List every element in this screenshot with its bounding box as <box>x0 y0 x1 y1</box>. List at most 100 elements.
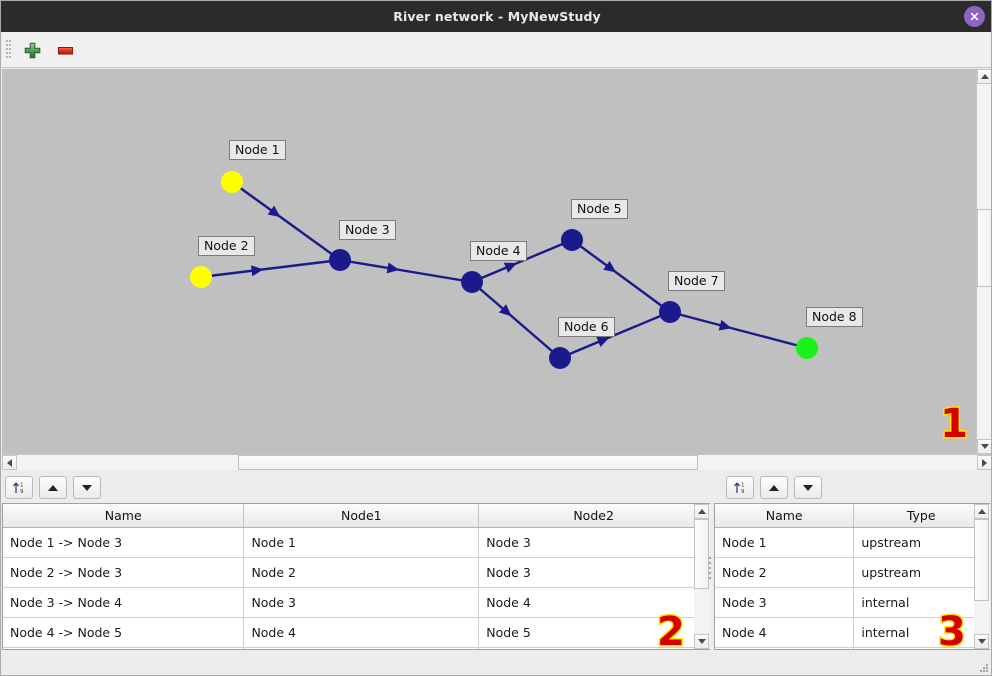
vertical-splitter[interactable] <box>707 501 713 651</box>
node-label-node-7[interactable]: Node 7 <box>668 271 725 292</box>
column-header-type[interactable]: Type <box>853 504 989 528</box>
table-cell[interactable] <box>243 647 480 649</box>
nodes-scroll-down-arrow[interactable] <box>974 634 989 649</box>
table-cell[interactable] <box>715 647 855 649</box>
table-cell[interactable]: upstream <box>853 557 989 588</box>
nodes-table-vertical-scrollbar[interactable] <box>974 504 990 649</box>
table-cell[interactable]: Node 4 <box>478 587 709 618</box>
links-scroll-down-arrow[interactable] <box>694 634 709 649</box>
edge-arrowhead <box>386 262 400 274</box>
nodes-move-down-button[interactable] <box>794 476 822 499</box>
links-scroll-up-arrow[interactable] <box>694 504 709 519</box>
horizontal-scroll-thumb[interactable] <box>238 455 698 470</box>
node-label-node-5[interactable]: Node 5 <box>571 199 628 220</box>
diagram-vertical-scrollbar[interactable] <box>976 69 991 454</box>
links-sort-button[interactable]: 1 9 <box>5 476 33 499</box>
toolbar-grip[interactable] <box>6 40 11 60</box>
table-cell[interactable]: Node 1 -> Node 3 <box>3 527 245 558</box>
annotation-marker-3: 3 <box>937 609 968 655</box>
table-cell[interactable]: Node 3 <box>243 587 480 618</box>
graph-node-node-6[interactable] <box>549 347 571 369</box>
table-cell[interactable]: internal <box>853 587 989 618</box>
graph-node-node-7[interactable] <box>659 301 681 323</box>
node-label-node-4[interactable]: Node 4 <box>470 241 527 262</box>
graph-node-node-2[interactable] <box>190 266 212 288</box>
column-header-node2[interactable]: Node2 <box>478 504 709 528</box>
node-label-node-2[interactable]: Node 2 <box>198 236 255 257</box>
annotation-marker-2: 2 <box>656 609 687 655</box>
arrow-down-icon <box>82 484 92 491</box>
window-resize-grip[interactable] <box>980 664 989 673</box>
links-move-up-button[interactable] <box>39 476 67 499</box>
triangle-left-icon <box>7 458 12 467</box>
table-cell[interactable]: Node 2 <box>243 557 480 588</box>
node-label-node-1[interactable]: Node 1 <box>229 140 286 161</box>
table-cell[interactable]: Node 4 -> Node 5 <box>3 617 245 648</box>
scroll-left-arrow[interactable] <box>2 455 17 470</box>
scroll-up-arrow[interactable] <box>977 69 991 84</box>
column-header-name[interactable]: Name <box>715 504 855 528</box>
svg-text:1: 1 <box>20 483 24 489</box>
nodes-sort-button[interactable]: 1 9 <box>726 476 754 499</box>
column-header-node1[interactable]: Node1 <box>243 504 480 528</box>
network-diagram-canvas[interactable]: Node 1 Node 2 Node 3 Node 4 Node 5 Node 6 Node… <box>2 69 991 454</box>
table-cell[interactable]: internal <box>853 617 989 648</box>
node-label-node-6[interactable]: Node 6 <box>558 317 615 338</box>
graph-node-node-4[interactable] <box>461 271 483 293</box>
nodes-move-up-button[interactable] <box>760 476 788 499</box>
triangle-up-icon <box>980 74 989 79</box>
table-cell[interactable]: Node 2 <box>715 557 855 588</box>
table-cell[interactable]: Node 2 -> Node 3 <box>3 557 245 588</box>
node-label-node-3[interactable]: Node 3 <box>339 220 396 241</box>
links-vertical-scroll-thumb[interactable] <box>694 519 709 589</box>
links-table-vertical-scrollbar[interactable] <box>694 504 710 649</box>
diagram-horizontal-scrollbar[interactable] <box>2 454 991 470</box>
graph-node-node-5[interactable] <box>561 229 583 251</box>
column-header-name[interactable]: Name <box>3 504 245 528</box>
annotation-marker-1: 1 <box>939 401 970 447</box>
delete-node-icon[interactable] <box>52 38 78 62</box>
node-label-node-8[interactable]: Node 8 <box>806 307 863 328</box>
edge-line[interactable] <box>471 281 561 359</box>
nodes-scroll-up-arrow[interactable] <box>974 504 989 519</box>
table-cell[interactable]: Node 3 <box>715 587 855 618</box>
graph-node-node-8[interactable] <box>796 337 818 359</box>
edge-line[interactable] <box>339 258 473 284</box>
close-icon[interactable] <box>964 6 985 27</box>
edge-line[interactable] <box>571 239 671 313</box>
table-cell[interactable] <box>3 647 245 649</box>
table-cell[interactable]: Node 1 <box>243 527 480 558</box>
table-cell[interactable]: Node 1 <box>715 527 855 558</box>
graph-node-node-1[interactable] <box>221 171 243 193</box>
table-cell[interactable]: Node 3 <box>478 527 709 558</box>
table-cell[interactable]: Node 5 <box>478 617 709 648</box>
edge-line[interactable] <box>669 310 808 350</box>
nodes-vertical-scroll-thumb[interactable] <box>974 519 989 601</box>
edge-line[interactable] <box>559 310 671 360</box>
edge-arrowhead <box>718 319 732 331</box>
table-cell[interactable]: upstream <box>853 527 989 558</box>
edge-line[interactable] <box>200 258 341 279</box>
links-move-down-button[interactable] <box>73 476 101 499</box>
table-cell[interactable]: Node 3 <box>478 557 709 588</box>
scroll-down-arrow[interactable] <box>977 439 991 454</box>
graph-node-node-3[interactable] <box>329 249 351 271</box>
table-cell[interactable]: Node 3 -> Node 4 <box>3 587 245 618</box>
table-cell[interactable]: Node 4 <box>715 617 855 648</box>
add-node-icon[interactable] <box>19 38 45 62</box>
vertical-scroll-thumb[interactable] <box>977 209 991 287</box>
edge-line[interactable] <box>231 181 341 261</box>
scroll-right-arrow[interactable] <box>977 455 991 470</box>
table-cell[interactable]: Node 4 <box>243 617 480 648</box>
